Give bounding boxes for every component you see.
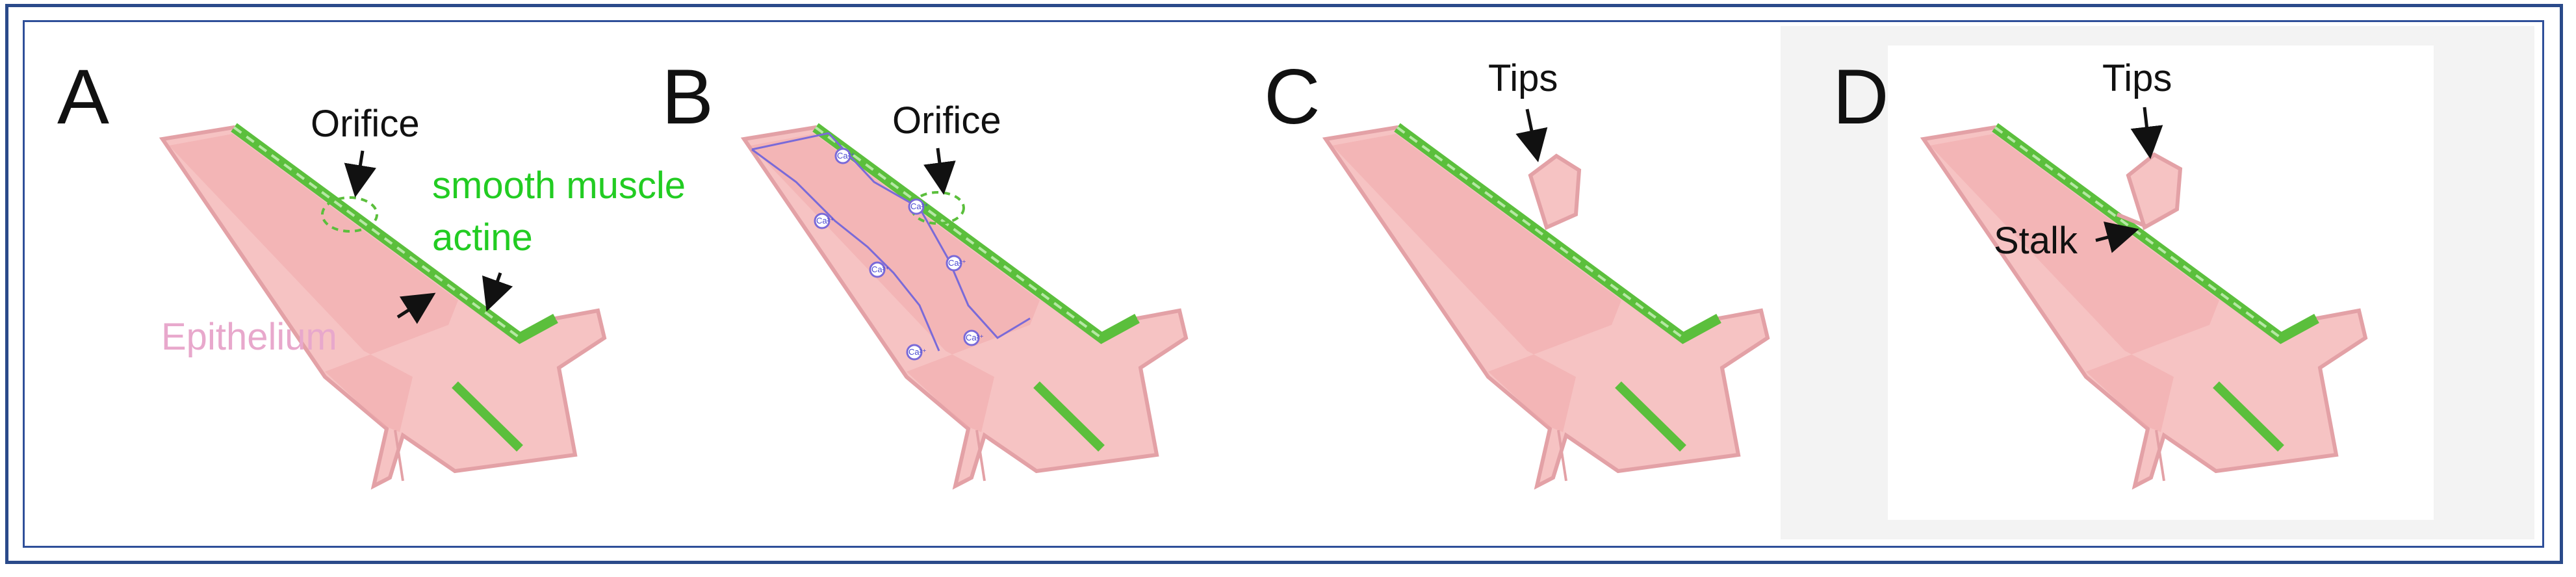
calcium-path [751, 132, 1031, 339]
panel-a: A Orifice smooth muscle actine Epitheliu… [57, 53, 686, 486]
calcium-ion-label: Ca²⁺ [948, 258, 966, 268]
actine-label: actine [432, 216, 533, 259]
calcium-ion-label: Ca²⁺ [966, 333, 984, 342]
calcium-ion-label: Ca²⁺ [908, 347, 927, 357]
epithelium-label: Epithelium [161, 316, 337, 358]
panel-letter-b: B [662, 53, 714, 140]
tip-bud-d [2126, 152, 2183, 231]
tips-arrow-d [2130, 107, 2163, 159]
tip-bud-c [1528, 153, 1582, 231]
panel-b: B Ca²⁺ Ca²⁺ Ca²⁺ Ca²⁺ Ca²⁺ Ca²⁺ Ca²⁺ Ori… [662, 53, 1186, 486]
panel-d: D Tips Stalk [1833, 53, 2365, 486]
muscle-arrow-a [482, 272, 513, 312]
calcium-ion: Ca²⁺ [814, 212, 834, 229]
orifice-label-a: Orifice [311, 103, 420, 145]
calcium-ion: Ca²⁺ [946, 255, 966, 272]
calcium-ion: Ca²⁺ [906, 344, 927, 361]
stalk-label-d: Stalk [1994, 220, 2078, 262]
stalk-d [2116, 212, 2147, 228]
calcium-ion-label: Ca²⁺ [871, 264, 890, 274]
orifice-ring-a [321, 196, 378, 233]
calcium-ion-label: Ca²⁺ [910, 201, 929, 211]
calcium-ion: Ca²⁺ [908, 198, 929, 215]
panel-letter-d: D [1833, 53, 1889, 140]
stalk-arrow-d [2095, 222, 2139, 253]
tips-label-c: Tips [1488, 57, 1558, 99]
orifice-label-b: Orifice [892, 99, 1001, 142]
tips-arrow-c [1515, 109, 1548, 162]
figure-inner-border [23, 20, 2544, 548]
orifice-arrow-a [344, 150, 377, 198]
calcium-ion-label: Ca²⁺ [837, 151, 855, 160]
vessel-b [744, 127, 1186, 486]
calcium-ion-label: Ca²⁺ [816, 216, 834, 225]
tips-label-d: Tips [2102, 57, 2172, 99]
panel-letter-c: C [1264, 53, 1320, 140]
calcium-path-inner [751, 148, 940, 352]
epithelium-arrow-a [396, 292, 436, 324]
calcium-ion: Ca²⁺ [869, 261, 890, 278]
orifice-arrow-b [923, 147, 956, 195]
calcium-ion: Ca²⁺ [834, 147, 855, 164]
smooth-muscle-label: smooth muscle [432, 164, 686, 207]
panel-c: C Tips [1264, 53, 1768, 486]
calcium-ion: Ca²⁺ [963, 329, 984, 346]
panel-letter-a: A [57, 53, 109, 140]
